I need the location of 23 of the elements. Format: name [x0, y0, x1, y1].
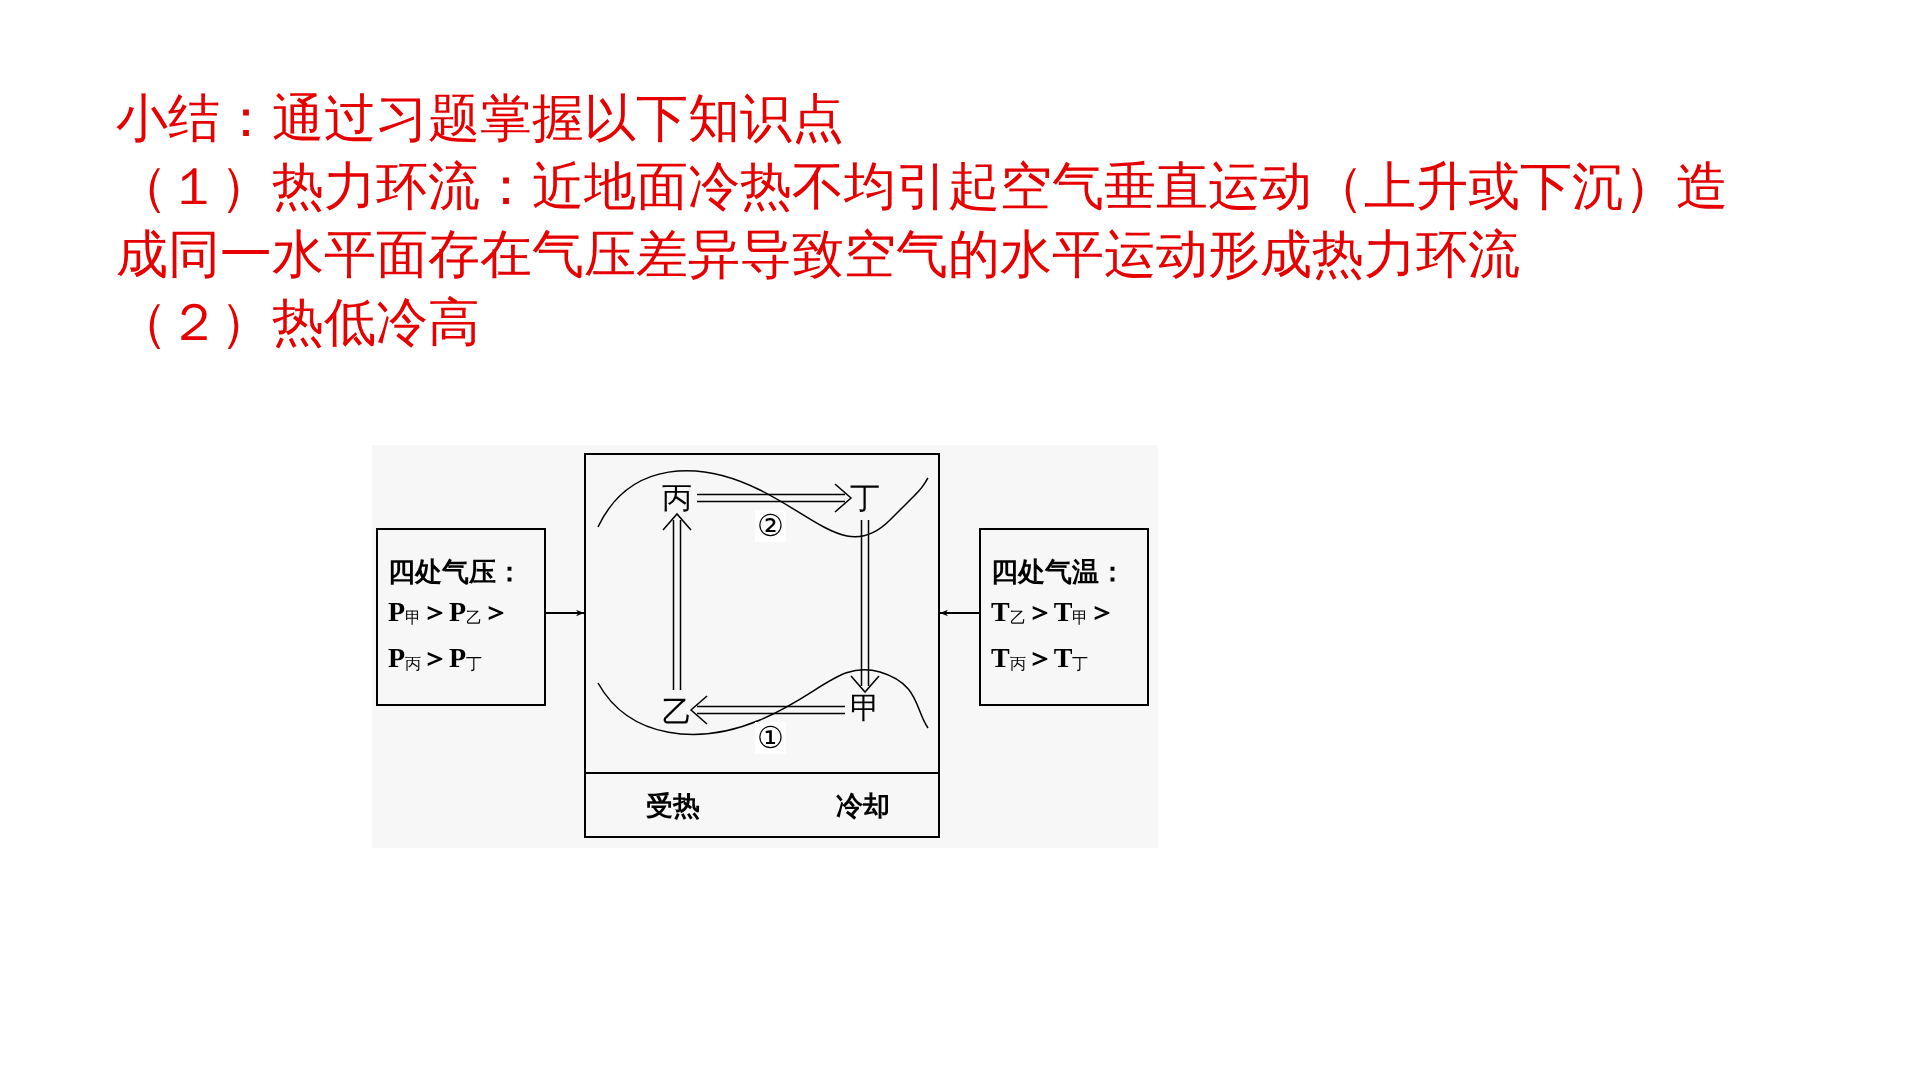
arrow — [939, 609, 980, 617]
edge-label: ① — [755, 722, 786, 754]
edge-label: ② — [755, 510, 786, 542]
arrow — [545, 609, 585, 617]
location-label: 乙 — [657, 690, 697, 734]
info-box — [376, 528, 546, 706]
inequality-text: P$_{甲}$＞P$_{乙}$＞ P$_{丙}$＞P$_{丁}$ — [388, 595, 512, 675]
airflow-arrow — [850, 519, 880, 694]
title: 小结：通过习题掌握以下知识点 — [116, 88, 845, 149]
inequality-text: T$_{乙}$＞T$_{甲}$＞ T$_{丙}$＞T$_{丁}$ — [991, 595, 1118, 675]
airflow-arrow — [662, 512, 692, 691]
condition-label: 冷却 — [836, 790, 890, 823]
airflow-arrow — [696, 483, 853, 513]
location-label: 甲 — [845, 686, 885, 730]
box-heading: 四处气压： — [388, 556, 524, 589]
info-box — [979, 528, 1149, 706]
location-label: 丁 — [845, 476, 885, 520]
summary-text: （２）热低冷高 — [116, 292, 481, 353]
summary-text: （１）热力环流：近地面冷热不均引起空气垂直运动（上升或下沉）造成同一水平面存在气压差异导致空气的水平运动形成热力环流 — [116, 156, 1729, 285]
location-label: 丙 — [657, 476, 697, 520]
condition-label: 受热 — [646, 790, 700, 823]
box-heading: 四处气温： — [991, 556, 1127, 589]
airflow-arrow — [689, 695, 846, 725]
